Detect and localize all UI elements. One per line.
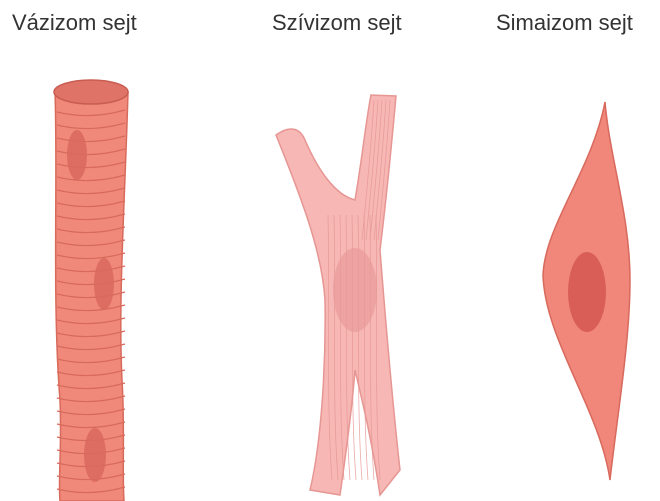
skeletal-nucleus: [67, 130, 87, 180]
skeletal-nucleus: [94, 258, 114, 310]
smooth-muscle-cell: [543, 102, 630, 480]
skeletal-nucleus: [84, 428, 106, 482]
cardiac-muscle-cell: [276, 95, 400, 495]
smooth-nucleus: [568, 252, 606, 332]
skeletal-muscle-cell: [54, 80, 128, 501]
skeletal-cell-end: [54, 80, 128, 104]
cardiac-nucleus: [333, 248, 377, 332]
